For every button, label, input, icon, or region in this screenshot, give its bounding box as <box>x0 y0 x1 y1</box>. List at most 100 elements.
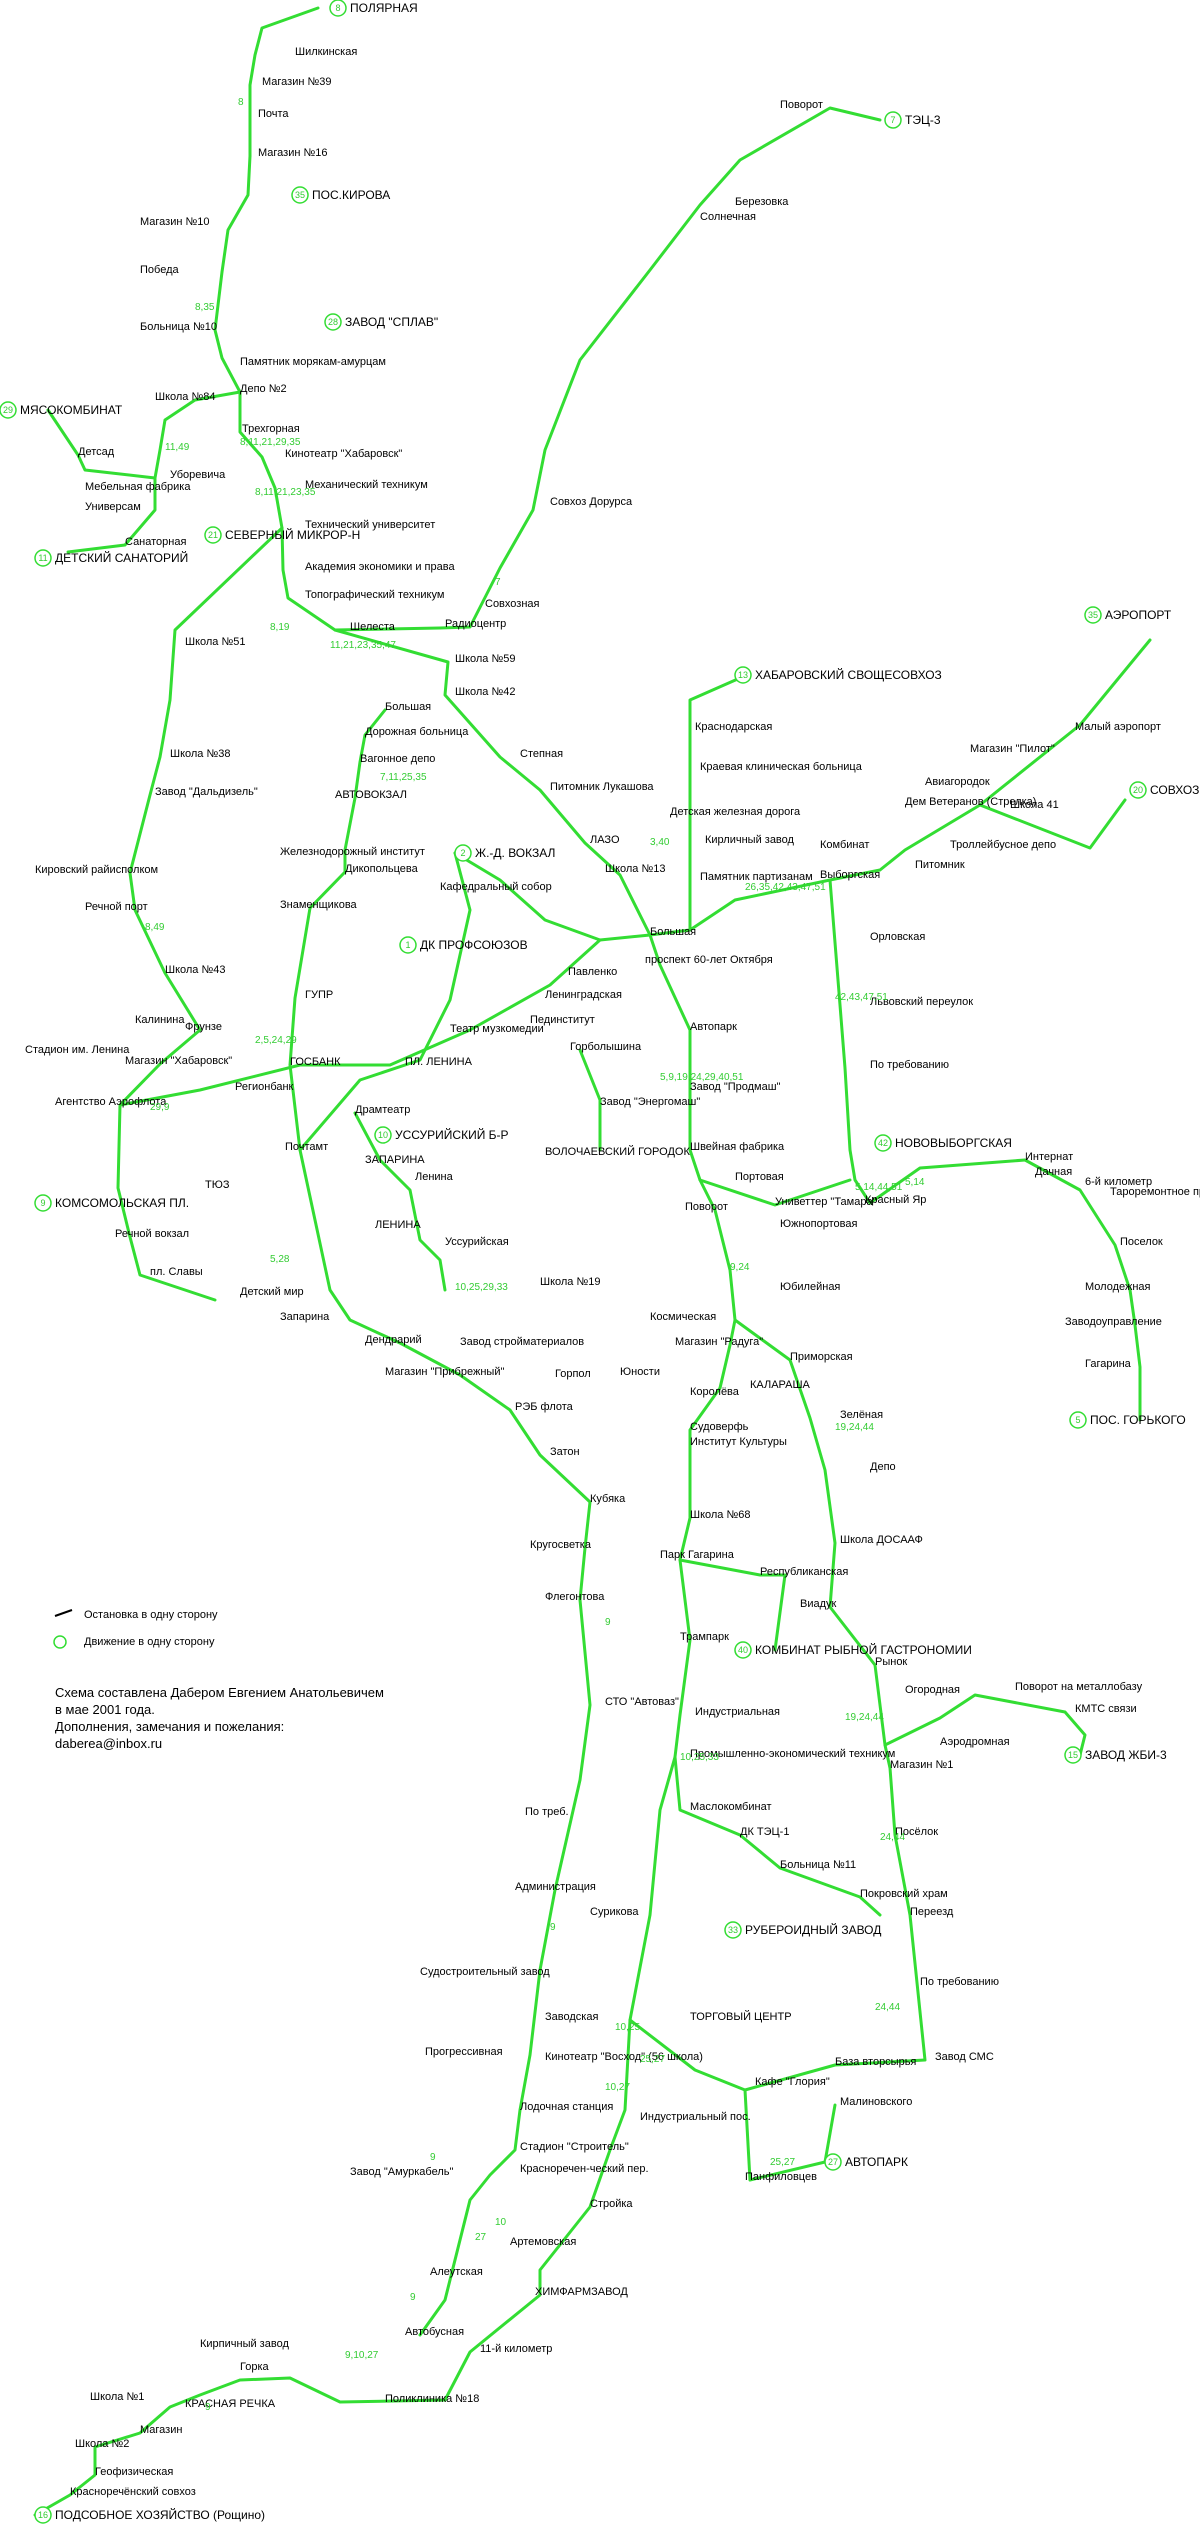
stop[interactable]: Питомник Лукашова <box>550 781 654 793</box>
stop[interactable]: 6-й километр <box>1085 1176 1152 1188</box>
stop[interactable]: Дачная <box>1035 1166 1072 1178</box>
stop[interactable]: По треб. <box>525 1806 569 1818</box>
stop[interactable]: Панфиловцев <box>745 2171 817 2183</box>
stop[interactable]: Республиканская <box>760 1566 848 1578</box>
stop[interactable]: Совхоз Дорурса <box>550 496 633 508</box>
stop[interactable]: Речной вокзал <box>115 1228 189 1240</box>
stop[interactable]: Поворот <box>685 1201 728 1213</box>
stop[interactable]: Аэродромная <box>940 1736 1010 1748</box>
stop[interactable]: ГОСБАНК <box>290 1056 341 1068</box>
stop[interactable]: Дем Ветеранов (Стрелка) <box>905 796 1036 808</box>
stop[interactable]: Администрация <box>515 1881 596 1893</box>
stop[interactable]: Кирпичный завод <box>200 2338 289 2350</box>
stop[interactable]: Детский мир <box>240 1286 304 1298</box>
stop[interactable]: Механический техникум <box>305 479 428 491</box>
stop[interactable]: Космическая <box>650 1311 716 1323</box>
stop[interactable]: 11-й километр <box>480 2343 552 2355</box>
stop[interactable]: Парк Гагарина <box>660 1549 735 1561</box>
stop[interactable]: ТОРГОВЫЙ ЦЕНТР <box>690 2010 792 2023</box>
stop[interactable]: АВТОВОКЗАЛ <box>335 789 407 801</box>
stop[interactable]: Почтамт <box>285 1141 328 1153</box>
stop[interactable]: КРАСНАЯ РЕЧКА <box>185 2398 276 2410</box>
stop[interactable]: Большая <box>385 701 431 713</box>
stop[interactable]: Затон <box>550 1446 580 1458</box>
stop[interactable]: Фрунзе <box>185 1021 222 1033</box>
stop[interactable]: Кинотеатр "Восход" (56 школа) <box>545 2051 703 2063</box>
stop[interactable]: Швейная фабрика <box>690 1141 785 1153</box>
stop[interactable]: Кругосветка <box>530 1539 592 1551</box>
stop[interactable]: Артемовская <box>510 2236 576 2248</box>
stop[interactable]: Запарина <box>280 1311 330 1323</box>
stop[interactable]: Павленко <box>568 966 617 978</box>
stop[interactable]: СТО "Автоваз" <box>605 1696 679 1708</box>
stop[interactable]: Стадион "Строитель" <box>520 2141 629 2153</box>
stop[interactable]: Индустриальный пос. <box>640 2111 751 2123</box>
stop[interactable]: Автобусная <box>405 2326 464 2338</box>
stop[interactable]: Кубяка <box>590 1493 626 1505</box>
stop[interactable]: Пединститут <box>530 1014 595 1026</box>
stop[interactable]: Приморская <box>790 1351 853 1363</box>
stop[interactable]: ХИМФАРМЗАВОД <box>535 2286 628 2298</box>
stop[interactable]: РЭБ флота <box>515 1401 574 1413</box>
stop[interactable]: Виадук <box>800 1598 837 1610</box>
stop[interactable]: Магазин "Прибрежный" <box>385 1366 504 1378</box>
stop[interactable]: Красный Яр <box>865 1194 926 1206</box>
stop[interactable]: Юбилейная <box>780 1281 840 1293</box>
stop[interactable]: ЗАПАРИНА <box>365 1154 425 1166</box>
stop[interactable]: ДК ТЭЦ-1 <box>740 1826 789 1838</box>
stop[interactable]: Санаторная <box>125 536 186 548</box>
stop[interactable]: Агентство Аэрофлота <box>55 1096 167 1108</box>
stop[interactable]: Дорожная больница <box>365 726 469 738</box>
stop[interactable]: Магазин №1 <box>890 1759 953 1771</box>
stop[interactable]: Школа №1 <box>90 2391 144 2403</box>
stop[interactable]: Завод "Продмаш" <box>690 1081 781 1093</box>
stop[interactable]: ЛАЗО <box>590 834 620 846</box>
stop[interactable]: Зелёная <box>840 1409 883 1421</box>
stop[interactable]: Ленинградская <box>545 989 622 1001</box>
stop[interactable]: Поликлиника №18 <box>385 2393 479 2405</box>
stop[interactable]: Трехгорная <box>242 423 300 435</box>
stop[interactable]: Универсам <box>85 501 141 513</box>
stop[interactable]: ПЛ. ЛЕНИНА <box>405 1056 473 1068</box>
stop[interactable]: Школа №42 <box>455 686 516 698</box>
stop[interactable]: Магазин №16 <box>258 147 328 159</box>
stop[interactable]: Завод СМС <box>935 2051 994 2063</box>
stop[interactable]: Интернат <box>1025 1151 1073 1163</box>
stop[interactable]: Совхозная <box>485 598 540 610</box>
stop[interactable]: Солнечная <box>700 211 756 223</box>
stop[interactable]: Униветтер "Тамара" <box>775 1196 877 1208</box>
stop[interactable]: Стадион им. Ленина <box>25 1044 130 1056</box>
stop[interactable]: По требованию <box>920 1976 999 1988</box>
stop[interactable]: Прогрессивная <box>425 2046 503 2058</box>
stop[interactable]: Магазин <box>140 2424 182 2436</box>
stop[interactable]: Почта <box>258 108 289 120</box>
stop[interactable]: Депо №2 <box>240 383 287 395</box>
stop[interactable]: Южнопортовая <box>780 1218 857 1230</box>
stop[interactable]: Кафе "Глория" <box>755 2076 830 2088</box>
stop[interactable]: Горболышина <box>570 1041 642 1053</box>
stop[interactable]: Краевая клиническая больница <box>700 761 863 773</box>
stop[interactable]: Школа №2 <box>75 2438 129 2450</box>
stop[interactable]: Магазин "Радуга" <box>675 1336 763 1348</box>
stop[interactable]: Троллейбусное депо <box>950 839 1056 851</box>
stop[interactable]: Сурикова <box>590 1906 639 1918</box>
stop[interactable]: Дендрарий <box>365 1334 422 1346</box>
stop[interactable]: Памятник партизанам <box>700 871 813 883</box>
stop[interactable]: Магазин №10 <box>140 216 210 228</box>
stop[interactable]: Дикопольцева <box>345 863 419 875</box>
stop[interactable]: Флегонтова <box>545 1591 605 1603</box>
stop[interactable]: Большая <box>650 926 696 938</box>
